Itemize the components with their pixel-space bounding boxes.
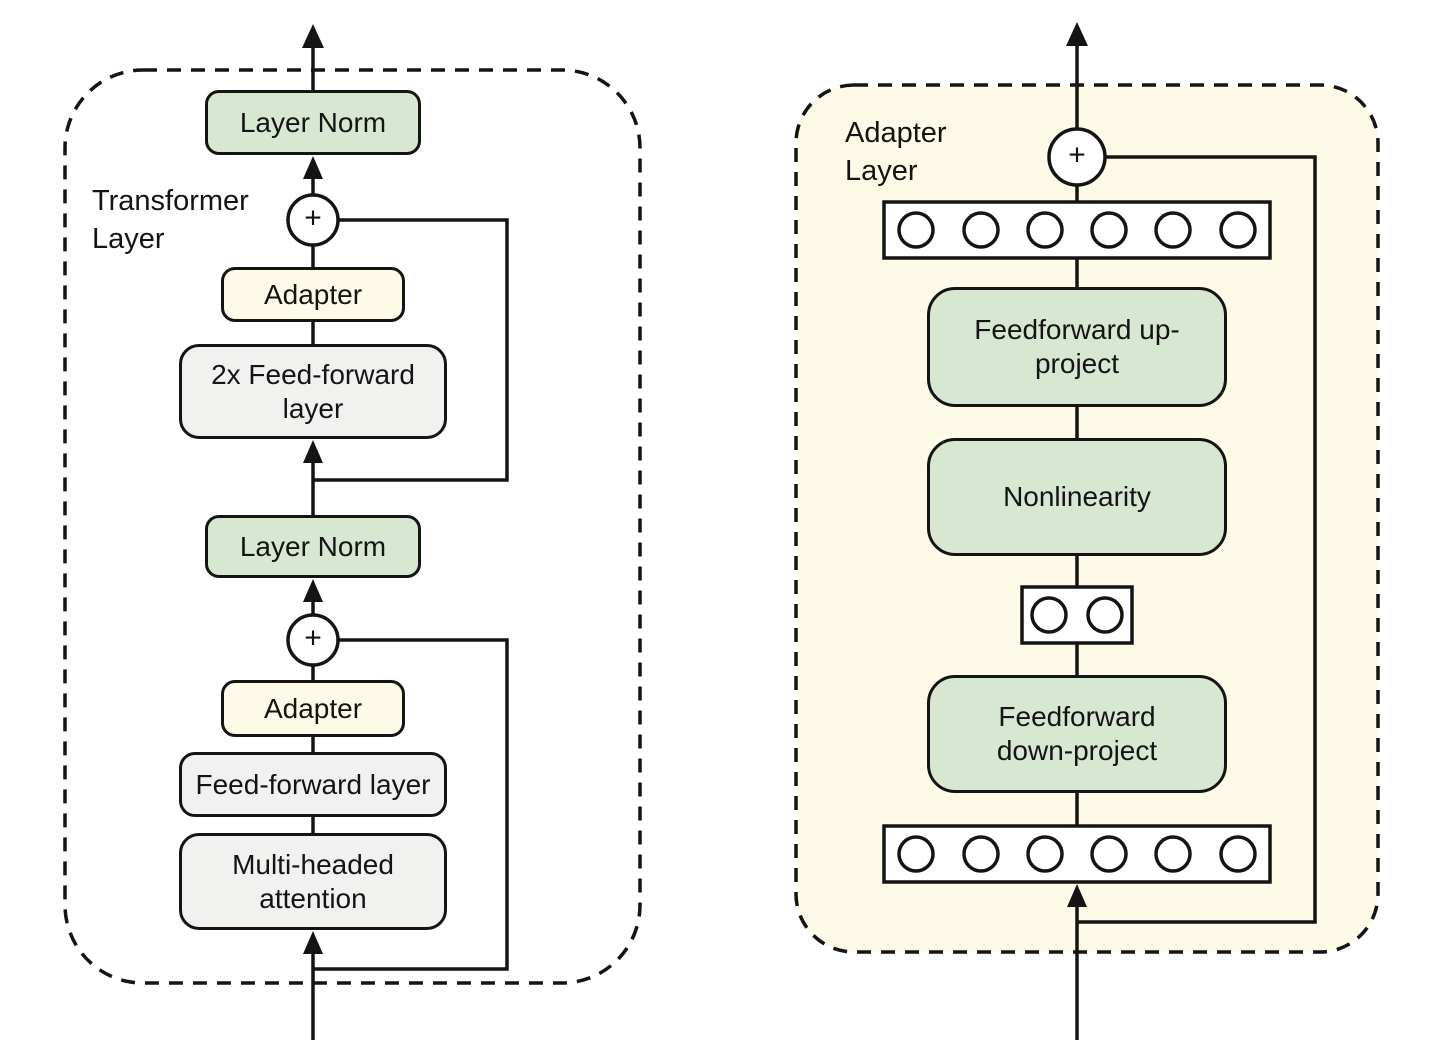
block-feedforward-up-project: Feedforward up-project — [927, 287, 1227, 407]
block-adapter-top: Adapter — [221, 267, 405, 322]
transformer-layer-label-line1: Transformer — [92, 185, 249, 217]
wire-skip-lower — [313, 638, 509, 971]
adapter-layer-label-line1: Adapter — [845, 117, 947, 149]
feature-row-top-units — [897, 211, 1257, 249]
block-layer-norm-top: Layer Norm — [205, 90, 421, 155]
transformer-layer-dashed-border — [63, 68, 642, 985]
block-adapter-top-label: Adapter — [263, 278, 363, 310]
wire-skip-upper — [313, 218, 509, 482]
feature-row-top — [882, 200, 1272, 260]
add-circle-top — [286, 193, 340, 247]
feature-unit — [1090, 835, 1128, 873]
transformer-layer-label: Transformer Layer — [92, 183, 249, 258]
feature-unit — [1154, 835, 1192, 873]
feature-unit — [1026, 835, 1064, 873]
block-nonlinearity: Nonlinearity — [927, 438, 1227, 556]
bottleneck-unit — [1086, 596, 1124, 634]
feature-unit — [1219, 211, 1257, 249]
arrowhead-output — [302, 24, 324, 48]
block-feedforward-down-project: Feedforward down-project — [927, 675, 1227, 793]
arrowhead-into-norm-mid — [303, 579, 323, 602]
add-circle-adapter — [1047, 127, 1107, 187]
block-adapter-bottom: Adapter — [221, 680, 405, 737]
block-layer-norm-mid-label: Layer Norm — [239, 530, 387, 562]
wire-adapter-skip — [1077, 155, 1317, 924]
feature-unit — [1090, 211, 1128, 249]
feature-unit — [1219, 835, 1257, 873]
block-multi-headed-attention: Multi-headed attention — [179, 833, 447, 930]
block-2x-feed-forward-label: 2x Feed-forward layer — [211, 358, 415, 424]
add-symbol-adapter: + — [1068, 138, 1086, 172]
transformer-layer-label-line2: Layer — [92, 222, 165, 255]
block-feedforward-down-project-label: Feedforward down-project — [996, 701, 1158, 766]
feature-unit — [897, 835, 935, 873]
block-feed-forward: Feed-forward layer — [179, 752, 447, 817]
feature-row-bottom-box — [882, 824, 1272, 884]
block-nonlinearity-label: Nonlinearity — [1003, 481, 1151, 513]
block-layer-norm-mid: Layer Norm — [205, 515, 421, 578]
adapter-arrowheads — [1066, 22, 1088, 907]
adapter-layer-label-line2: Layer — [845, 154, 918, 187]
feature-unit — [962, 835, 1000, 873]
block-feed-forward-label: Feed-forward layer — [195, 768, 431, 800]
block-feedforward-up-project-label: Feedforward up-project — [974, 314, 1180, 379]
feature-unit — [1026, 211, 1064, 249]
arrowhead-into-norm-top — [303, 156, 323, 179]
arrowhead-into-features — [1067, 884, 1087, 907]
adapter-layer-label: Adapter Layer — [845, 115, 947, 190]
feature-unit — [1154, 211, 1192, 249]
adapter-wires — [1075, 44, 1317, 1040]
block-layer-norm-top-label: Layer Norm — [239, 106, 387, 138]
feature-row-top-box — [882, 200, 1272, 260]
bottleneck-units — [1030, 596, 1124, 634]
add-symbol-top: + — [304, 201, 322, 235]
bottleneck-unit — [1030, 596, 1068, 634]
bottleneck-row — [1020, 585, 1134, 645]
block-multi-headed-attention-label: Multi-headed attention — [232, 848, 394, 914]
transformer-wires — [311, 46, 509, 1040]
arrowhead-into-mha — [303, 931, 323, 954]
transformer-arrowheads — [302, 24, 324, 954]
block-2x-feed-forward: 2x Feed-forward layer — [179, 344, 447, 439]
arrowhead-adapter-output — [1066, 22, 1088, 46]
add-symbol-bottom: + — [304, 621, 322, 655]
feature-row-bottom — [882, 824, 1272, 884]
feature-unit — [897, 211, 935, 249]
add-circle-bottom — [286, 613, 340, 667]
feature-row-bottom-units — [897, 835, 1257, 873]
block-adapter-bottom-label: Adapter — [263, 692, 363, 724]
feature-unit — [962, 211, 1000, 249]
arrowhead-into-ff2x — [303, 440, 323, 463]
